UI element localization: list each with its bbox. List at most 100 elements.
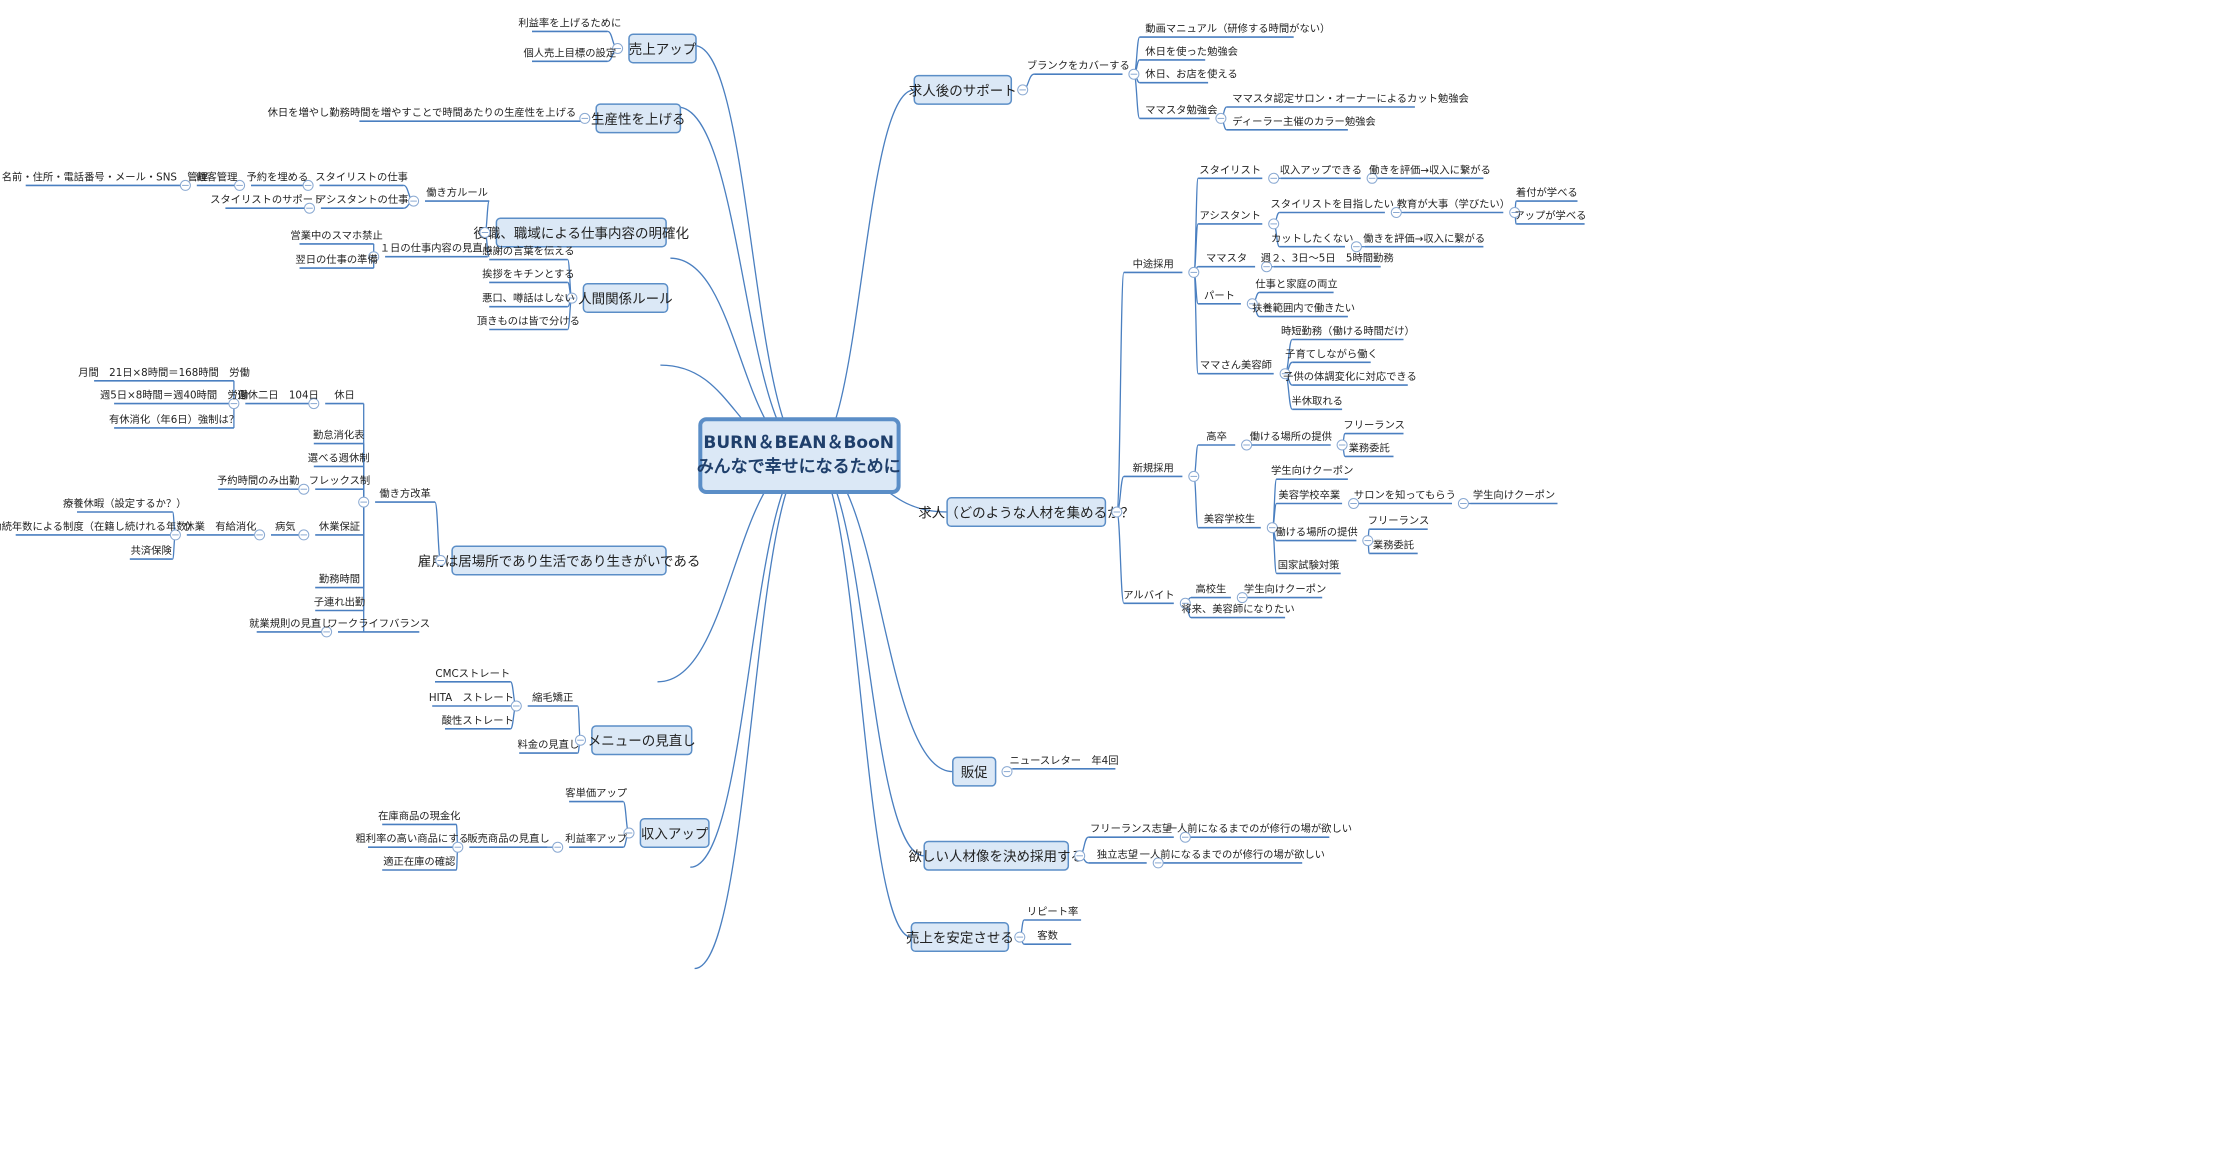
node-l48-label: 適正在庫の確認	[383, 855, 455, 868]
main-branch-connector	[694, 455, 811, 970]
node-l58-label: 収入アップできる	[1280, 164, 1362, 176]
node-l92-label: 高校生	[1195, 583, 1226, 596]
main-branch-connector	[810, 455, 953, 773]
node-l101-label: 客数	[1037, 929, 1058, 942]
node-l64-label: アップが学べる	[1514, 209, 1586, 222]
node-l83-label: 学生向けクーポン	[1271, 464, 1353, 477]
central-topic-box[interactable]	[698, 417, 901, 494]
node-l7-label: 顧客管理	[196, 170, 237, 183]
topic-t11-box[interactable]	[923, 840, 1070, 871]
branch-connector	[1116, 271, 1125, 513]
node-l32-label: 勤続年数による制度（在籍し続けれる年数）	[0, 520, 197, 533]
topic-t1-box[interactable]	[628, 33, 697, 64]
node-l28-label: 休業保証	[319, 520, 360, 533]
node-l84-label: 美容学校卒業	[1278, 489, 1340, 502]
node-l26-label: フレックス制	[309, 474, 370, 487]
node-l73-label: 時短勤務（働ける時間だけ）	[1281, 325, 1415, 338]
node-l15-label: 挨拶をキチンとする	[482, 267, 574, 280]
node-l82-label: 美容学校生	[1204, 513, 1255, 526]
node-l63-label: 着付が学べる	[1516, 186, 1578, 199]
topic-t4-box[interactable]	[582, 283, 669, 314]
topic-t7-label: 収入アップ	[641, 826, 709, 842]
node-l97-label: 一人前になるまでのが修行の場が欲しい	[1167, 822, 1352, 835]
node-l8-label: 名前・住所・電話番号・メール・SNS 管理	[2, 170, 208, 183]
topic-t8-label: 求人後のサポート	[909, 83, 1017, 99]
node-l60-label: アシスタント	[1200, 210, 1261, 222]
topic-t6-box[interactable]	[591, 725, 693, 756]
node-l20-label: 週休二日 104日	[237, 390, 318, 402]
node-l4-label: 働き方ルール	[426, 186, 488, 199]
node-l6-label: 予約を埋める	[247, 170, 309, 183]
node-l55-label: ディーラー主催のカラー勉強会	[1232, 115, 1375, 128]
node-l10-label: スタイリストのサポート	[210, 194, 323, 206]
node-l33-label: 共済保険	[131, 544, 173, 557]
topic-t3-box[interactable]	[495, 217, 667, 248]
node-l1-label: 利益率を上げるために	[518, 16, 621, 29]
main-branch-connector	[694, 44, 811, 458]
node-l81-label: 業務委託	[1349, 441, 1390, 454]
node-l36-label: ワークライフバランス	[327, 618, 430, 630]
node-l66-label: 働きを評価→収入に繋がる	[1363, 232, 1485, 245]
node-l24-label: 勤怠消化表	[313, 429, 364, 442]
node-l90-label: 国家試験対策	[1278, 558, 1340, 571]
node-l23-label: 有休消化（年6日）強制は？	[109, 413, 239, 426]
node-l56-label: 中途採用	[1133, 257, 1174, 270]
node-l46-label: 在庫商品の現金化	[378, 809, 460, 822]
topic-t10-label: 販促	[961, 765, 988, 781]
node-l67-label: ママスタ	[1206, 253, 1247, 265]
node-l69-label: パート	[1204, 290, 1235, 302]
node-l96-label: フリーランス志望	[1090, 822, 1172, 835]
node-l43-label: 客単価アップ	[565, 787, 627, 800]
topic-t8-box[interactable]	[913, 74, 1013, 105]
central-title-line2: みんなで幸せになるために	[697, 456, 901, 477]
node-l100-label: リピート率	[1027, 905, 1078, 918]
topic-t2-label: 生産性を上げる	[591, 112, 686, 128]
topic-t12-label: 売上を安定させる	[906, 931, 1014, 947]
node-l78-label: 高卒	[1206, 430, 1227, 443]
node-l16-label: 悪口、噂話はしない	[482, 292, 575, 305]
node-l5-label: スタイリストの仕事	[315, 170, 408, 183]
node-l89-label: 業務委託	[1373, 538, 1414, 551]
node-l80-label: フリーランス	[1343, 420, 1405, 432]
node-l22-label: 週5日×8時間＝週40時間 労働	[100, 389, 248, 402]
central-title-line1: BURN＆BEAN＆BooN	[703, 433, 894, 453]
topic-t9-box[interactable]	[946, 497, 1107, 528]
branch-connector	[434, 501, 442, 562]
node-l18-label: 働き方改革	[379, 487, 430, 500]
node-l51-label: 休日を使った勉強会	[1145, 45, 1238, 58]
node-l86-label: 学生向けクーポン	[1473, 489, 1555, 502]
node-l27-label: 予約時間のみ出勤	[217, 474, 299, 487]
main-branch-connector	[690, 455, 811, 868]
topic-t2-box[interactable]	[595, 103, 682, 134]
topic-t12-box[interactable]	[910, 922, 1010, 953]
topic-t3-label: 役職、職域による仕事内容の明確化	[473, 225, 689, 242]
node-l57-label: スタイリスト	[1199, 164, 1261, 176]
node-l76-label: 半休取れる	[1291, 394, 1342, 407]
node-l41-label: 酸性ストレート	[442, 714, 514, 727]
node-l87-label: 働ける場所の提供	[1275, 526, 1357, 539]
node-l91-label: アルバイト	[1123, 589, 1174, 601]
node-l11-label: １日の仕事内容の見直し	[380, 242, 493, 255]
node-l65-label: カットしたくない	[1271, 233, 1353, 245]
node-l19-label: 休日	[334, 390, 355, 402]
node-l68-label: 週２、3日〜5日 5時間勤務	[1261, 252, 1395, 265]
main-branch-connector	[677, 106, 811, 458]
node-l30-label: 休業 有給消化	[184, 520, 256, 533]
node-l75-label: 子供の体調変化に対応できる	[1283, 370, 1417, 383]
node-l3-label: 休日を増やし勤務時間を増やすことで時間あたりの生産性を上げる	[268, 106, 577, 119]
node-l13-label: 翌日の仕事の準備	[295, 253, 377, 266]
topic-t10-box[interactable]	[952, 756, 997, 787]
node-l17-label: 頂きものは皆で分ける	[477, 316, 580, 328]
topic-t5-box[interactable]	[451, 545, 667, 576]
node-l29-label: 病気	[275, 520, 296, 533]
topic-t5-label: 雇用は居場所であり生活であり生きがいである	[418, 553, 701, 570]
topic-t6-label: メニューの見直し	[588, 734, 696, 750]
topic-t7-box[interactable]	[639, 817, 710, 848]
node-l25-label: 選べる週休制	[308, 451, 370, 464]
node-l9-label: アシスタントの仕事	[316, 193, 408, 206]
node-l85-label: サロンを知ってもらう	[1354, 489, 1456, 502]
node-l2-label: 個人売上目標の設定	[523, 46, 616, 59]
node-l52-label: 休日、お店を使える	[1145, 68, 1237, 81]
